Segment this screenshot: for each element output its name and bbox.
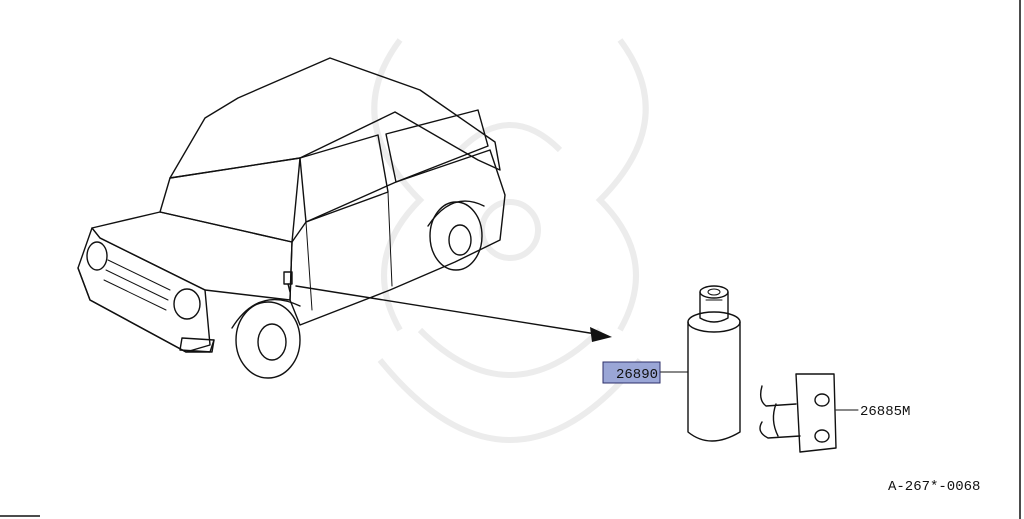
- diagram-reference-code: A-267*-0068: [888, 479, 980, 495]
- part-26885M-number: 26885M: [860, 404, 910, 420]
- part-label-26890[interactable]: 26890: [602, 361, 661, 384]
- part-26890-number: 26890: [616, 367, 658, 383]
- part-26885M-drawing: [759, 373, 859, 453]
- part-label-26885M[interactable]: 26885M: [860, 404, 910, 420]
- car-illustration: [77, 57, 506, 379]
- part-26890-highlight: [602, 361, 661, 384]
- part-26890-drawing: [659, 285, 741, 442]
- leader-arrow: [295, 285, 612, 342]
